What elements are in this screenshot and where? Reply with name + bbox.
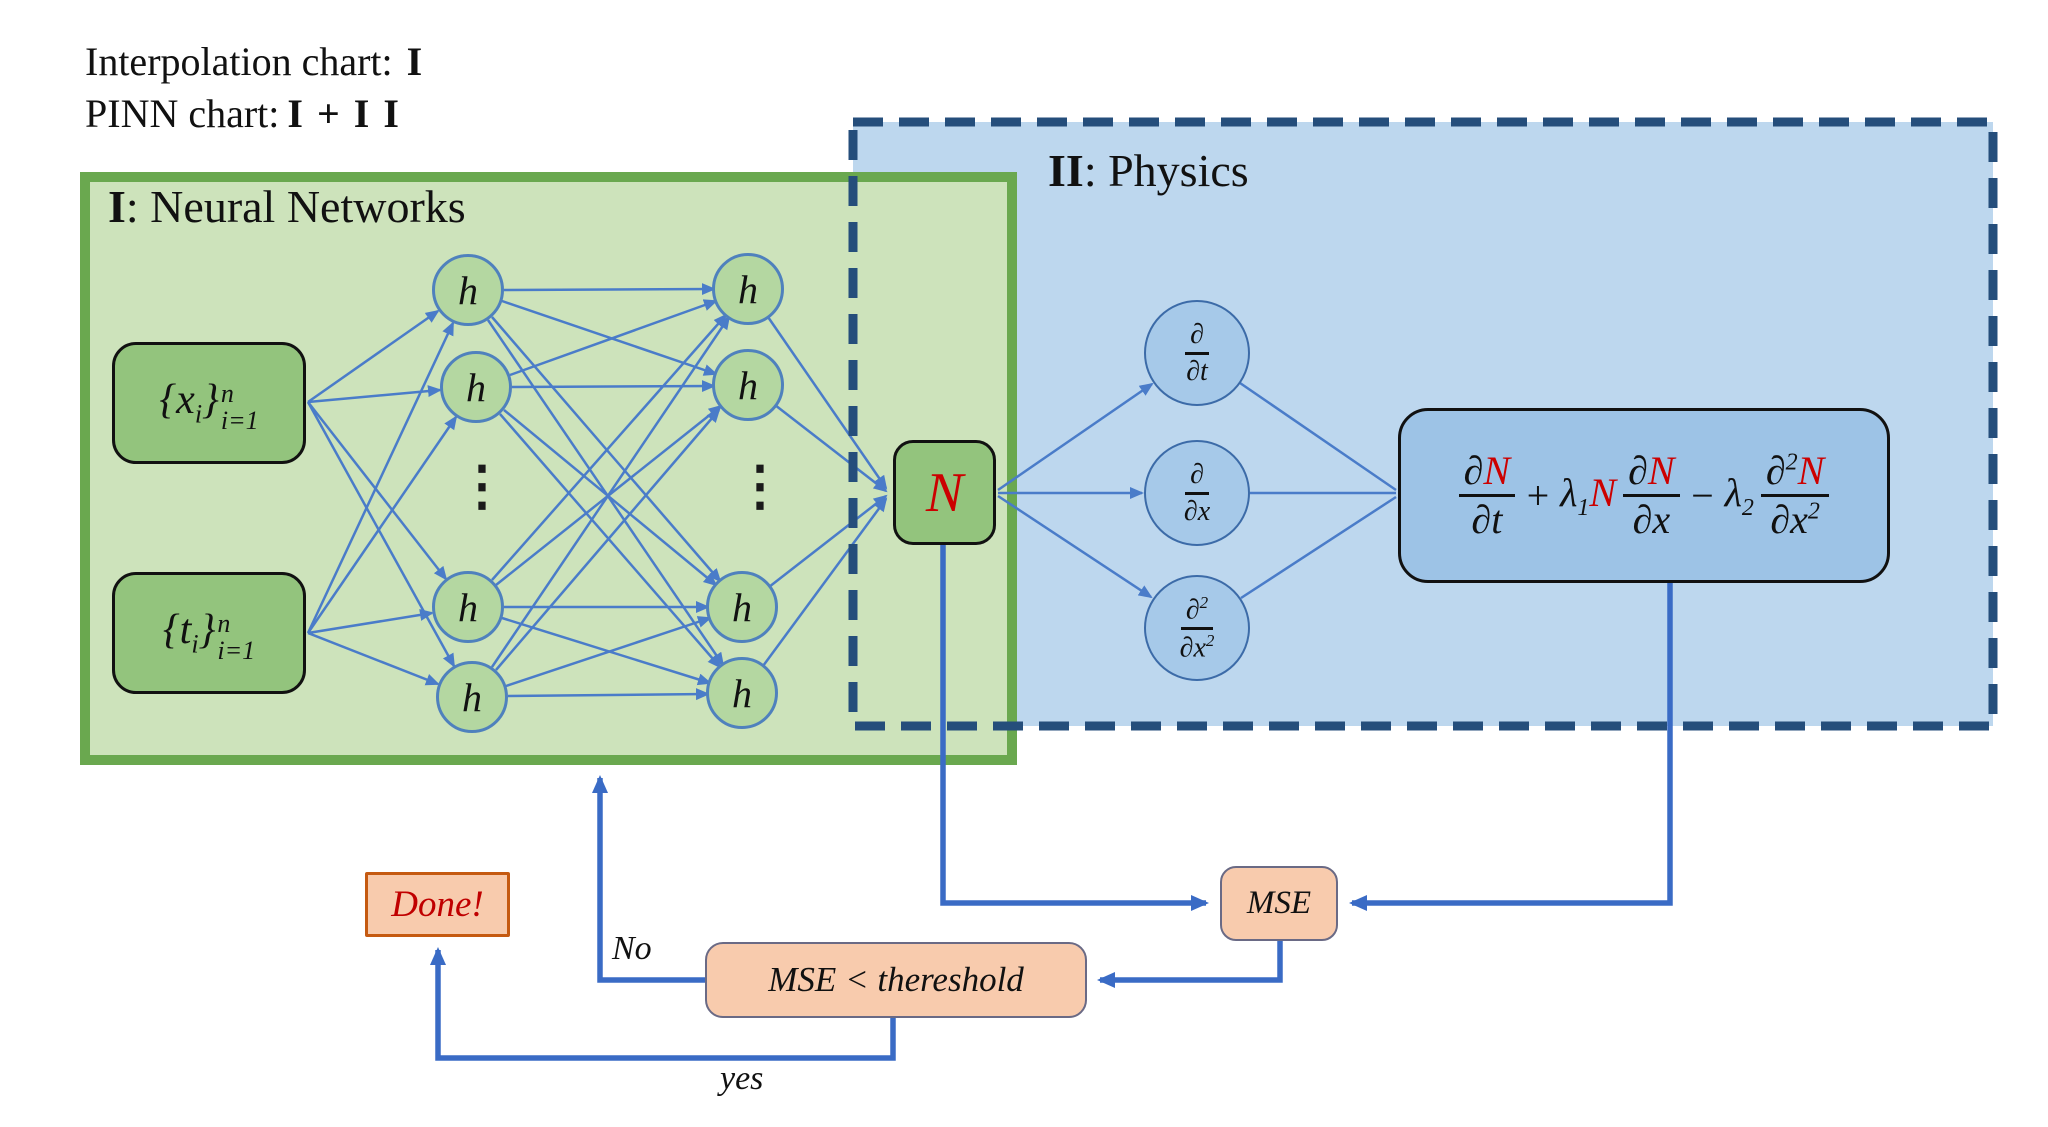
hidden-layer-ellipsis: ⋮ [455, 456, 509, 516]
eq-minus-operator: − [1688, 473, 1716, 518]
hidden-node: h [706, 571, 778, 643]
d-dx-numerator: ∂ [1185, 460, 1209, 495]
input-t-subscript: i [191, 629, 199, 659]
eq-mid-N: N [1589, 470, 1617, 515]
eq-term3-num: ∂2N [1760, 448, 1830, 497]
eq-term3-fraction: ∂2N ∂x2 [1760, 448, 1830, 541]
eq-term2-den: ∂x [1632, 497, 1671, 542]
d-dx-fraction: ∂∂x [1184, 460, 1210, 526]
nn-region-numeral: I [108, 181, 126, 232]
eq-lambda2: λ [1724, 470, 1742, 515]
physics-region-title-text: : Physics [1083, 145, 1249, 196]
d2-dx2-numerator: ∂2 [1180, 592, 1214, 630]
eq-t3-d: ∂ [1765, 448, 1786, 493]
input-x-base: {x [159, 377, 195, 424]
input-x-subscript: i [194, 399, 203, 429]
derivative-node-dx: ∂∂x [1144, 440, 1250, 546]
hidden-layer-ellipsis: ⋮ [733, 456, 787, 516]
d2-dx2-num-sup: 2 [1199, 592, 1209, 612]
input-x-lower: i=1 [220, 406, 259, 435]
eq-t3-den-sup: 2 [1807, 498, 1820, 525]
eq-t2-d: ∂ [1628, 448, 1648, 493]
nn-region-title: I: Neural Networks [108, 181, 466, 233]
derivative-node-dt: ∂∂t [1144, 300, 1250, 406]
mse-to-threshold-connector [1097, 941, 1283, 988]
hidden-node: h [432, 254, 504, 326]
threshold-decision-box: MSE < thereshold [705, 942, 1087, 1018]
input-x-label: {xi} [159, 376, 218, 429]
eq-term2-num: ∂N [1623, 448, 1680, 497]
d2-dx2-fraction: ∂2 ∂x2 [1180, 592, 1215, 663]
eq-term2-fraction: ∂N ∂x [1623, 448, 1680, 542]
input-t-label: {ti} [163, 606, 216, 659]
eq-lambda1-sub: 1 [1577, 495, 1590, 521]
input-x-close: } [202, 377, 219, 424]
done-box: Done! [365, 872, 510, 937]
input-t-sup: n [217, 608, 231, 638]
eq-plus-operator: + [1524, 473, 1552, 518]
hidden-node: h [706, 657, 778, 729]
no-branch-label: No [612, 930, 652, 967]
input-t-lower: i=1 [217, 636, 256, 665]
network-output-node: N [893, 440, 996, 545]
input-t-base: {t [162, 607, 192, 654]
hidden-node: h [432, 571, 504, 643]
eq-lambda1-term: λ1N [1560, 469, 1616, 522]
header-line-1-numeral: I [406, 39, 423, 84]
d-dt-numerator: ∂ [1185, 320, 1209, 355]
eq-term1-fraction: ∂N ∂t [1458, 448, 1516, 542]
eq-t3-sup: 2 [1785, 449, 1798, 476]
hidden-node: h [712, 253, 784, 325]
eq-term1-num: ∂N [1458, 448, 1516, 497]
hidden-node: h [440, 351, 512, 423]
header-text: Interpolation chart: I PINN chart:I + I I [85, 36, 422, 140]
d-dx-denominator: ∂x [1183, 495, 1211, 527]
input-x-sup: n [220, 378, 234, 408]
d-dt-fraction: ∂∂t [1185, 320, 1209, 386]
eq-t3-den-base: ∂x [1770, 497, 1808, 542]
d-dt-denominator: ∂t [1186, 355, 1208, 387]
physics-region-title: II: Physics [1048, 145, 1249, 197]
nn-region-title-text: : Neural Networks [125, 181, 466, 232]
header-line-1-label: Interpolation chart: [85, 39, 393, 84]
header-line-2-numerals: I + I I [287, 91, 401, 136]
physics-region-numeral: II [1048, 145, 1084, 196]
eq-lambda1: λ [1560, 470, 1578, 515]
header-line-1: Interpolation chart: I [85, 36, 422, 88]
d2-dx2-den-sup: 2 [1205, 630, 1215, 650]
d2-dx2-num-d: ∂ [1185, 594, 1200, 626]
eq-t3-N: N [1797, 448, 1825, 493]
yes-branch-label: yes [720, 1060, 764, 1097]
eq-term1-den: ∂t [1471, 497, 1503, 542]
hidden-node: h [712, 349, 784, 421]
eq-lambda2-sub: 2 [1741, 495, 1754, 521]
input-t-close: } [198, 607, 216, 654]
header-line-2: PINN chart:I + I I [85, 88, 422, 140]
derivative-node-d2x2: ∂2 ∂x2 [1144, 575, 1250, 681]
eq-t2-N: N [1647, 448, 1675, 493]
d2-dx2-denominator: ∂x2 [1180, 630, 1215, 663]
hidden-node: h [436, 661, 508, 733]
header-line-2-label: PINN chart: [85, 91, 280, 136]
eq-term3-den: ∂x2 [1770, 497, 1820, 541]
d2-dx2-den-base: ∂x [1179, 631, 1206, 663]
pde-equation-box: ∂N ∂t + λ1N ∂N ∂x − λ2 ∂2N ∂x2 [1398, 408, 1890, 583]
eq-t1-d: ∂ [1463, 448, 1484, 493]
eq-lambda2-term: λ2 [1725, 469, 1754, 522]
mse-box: MSE [1220, 866, 1338, 941]
eq-t1-N: N [1483, 448, 1511, 493]
